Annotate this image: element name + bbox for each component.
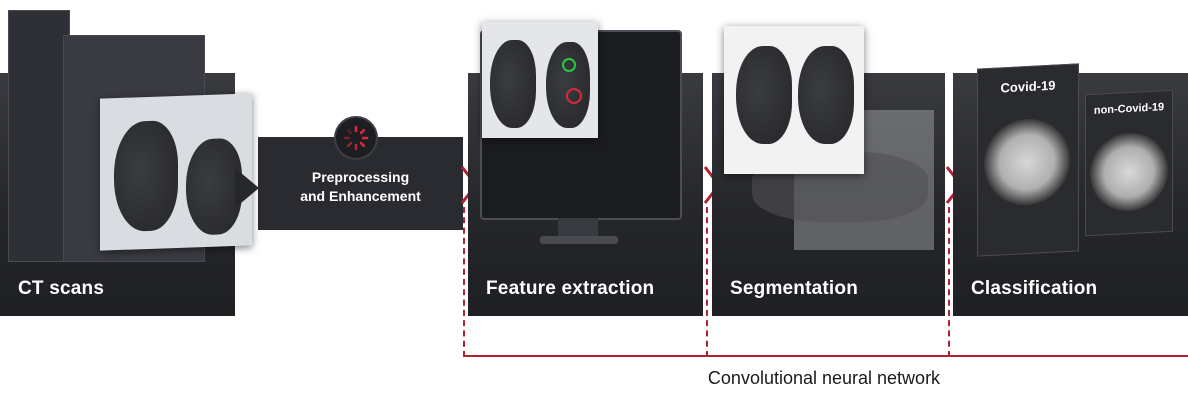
ct-scan-image <box>100 93 252 251</box>
preprocessing-line2: and Enhancement <box>300 188 421 204</box>
cnn-label: Convolutional neural network <box>707 368 941 388</box>
preprocessing-line1: Preprocessing <box>311 169 410 185</box>
ct-viewer-illustration <box>8 10 253 262</box>
segmentation-front-scan <box>724 26 864 174</box>
noncovid-scan <box>1090 130 1168 214</box>
marker-green-icon <box>562 58 576 72</box>
cnn-bracket-mid1 <box>706 207 708 357</box>
preprocessing-label: Preprocessing and Enhancement <box>258 168 463 206</box>
monitor-illustration <box>476 22 682 248</box>
seg-lung-left <box>736 46 792 144</box>
covid-scan <box>984 116 1070 208</box>
noncovid-label: non-Covid-19 <box>1093 101 1165 117</box>
marker-red-icon <box>566 88 582 104</box>
covid-label: Covid-19 <box>1000 77 1056 96</box>
cnn-bracket-mid2 <box>948 207 950 357</box>
feature-lung-right <box>546 42 590 128</box>
feature-lung-left <box>490 40 536 128</box>
stage-label-classification: Classification <box>971 278 1098 299</box>
ct-lung-right <box>186 137 242 236</box>
loading-icon <box>343 125 369 151</box>
cnn-bracket-left <box>463 207 465 357</box>
stage-label-ct: CT scans <box>18 278 105 299</box>
ct-tool-panel <box>8 10 70 262</box>
covid-card: Covid-19 <box>977 63 1079 257</box>
noncovid-card: non-Covid-19 <box>1085 89 1173 237</box>
monitor-base <box>540 236 618 244</box>
feature-ct-image <box>482 22 598 138</box>
seg-lung-right <box>798 46 854 144</box>
segmentation-illustration <box>722 24 937 254</box>
cnn-bracket-line <box>463 355 1188 357</box>
classification-illustration: Covid-19 non-Covid-19 <box>975 63 1180 257</box>
ct-lung-left <box>114 119 178 233</box>
stage-label-segmentation: Segmentation <box>730 278 859 299</box>
chevron-icon <box>235 168 259 208</box>
monitor-stand <box>558 218 598 236</box>
spinner-icon <box>336 118 376 158</box>
stage-label-feature: Feature extraction <box>486 278 655 299</box>
